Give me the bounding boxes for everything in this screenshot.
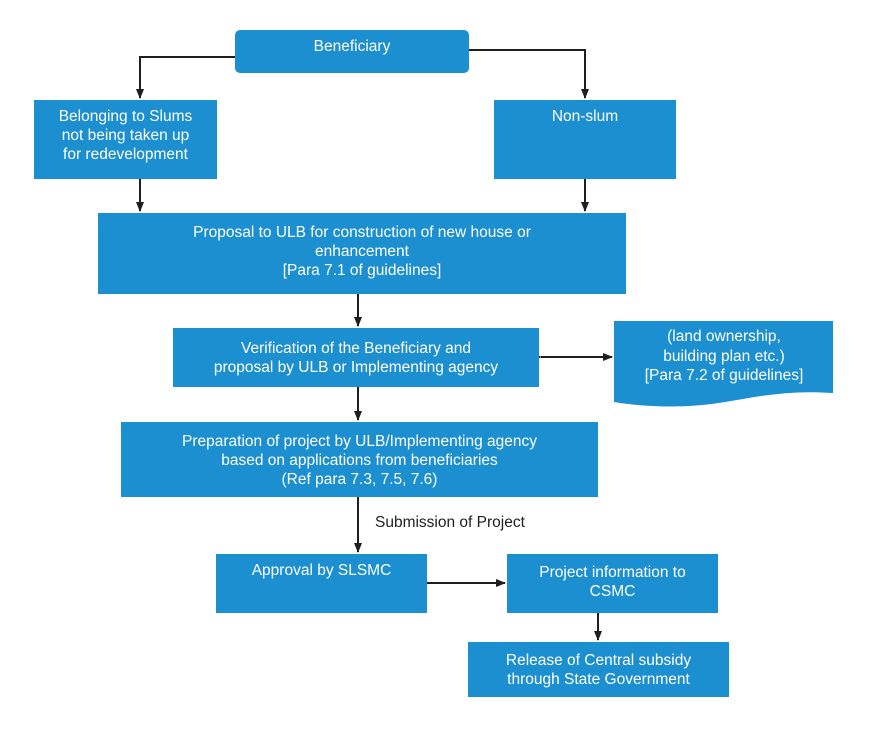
document-shape [614,321,833,407]
documents-note: (land ownership, building plan etc.) [Para… [614,321,834,391]
node-label-line: Proposal to ULB for construction of new … [193,224,531,241]
node-label-line: for redevelopment [63,146,188,163]
node-label-line: Verification of the Beneficiary and [240,339,472,357]
project-preparation-box: Preparation of project by ULB/Implementi… [121,422,598,497]
arrow-beneficiary-to-nonslum [469,49,589,99]
node-label-line: Non-slum [551,108,619,125]
beneficiary-box: Beneficiary [235,30,469,73]
node-label-line: Beneficiary [313,38,391,55]
node-label-line: Preparation of project by ULB/Implementi… [182,433,537,450]
csmc-information-box: Project information to CSMC [507,554,718,613]
node-label-line: [Para 7.1 of guidelines] [282,262,442,279]
node-label-line: CSMC [589,583,636,600]
slum-beneficiary-box: Belonging to Slums not being taken up for … [34,100,217,179]
node-label-line: Approval by SLSMC [251,562,392,579]
node-label-line: (Ref para 7.3, 7.5, 7.6) [281,471,438,488]
proposal-box: Proposal to ULB for construction of new … [98,213,626,294]
node-label-line: proposal by ULB or Implementing agency [213,358,499,376]
arrow-beneficiary-to-slums [136,56,235,99]
non-slum-box: Non-slum [494,100,676,179]
slsmc-approval-box: Approval by SLSMC [216,554,427,613]
node-label-line: not being taken up [61,127,190,144]
node-label-line: Project information to [539,564,686,581]
node-label-line: building plan etc.) [663,347,785,365]
node-label-line: Belonging to Slums [58,108,193,125]
node-label-line: based on applications from beneficiaries [221,452,498,469]
node-label-line: enhancement [315,243,409,260]
submission-edge-label: Submission of Project [375,514,525,531]
node-label-line: through State Government [507,670,690,688]
node-label-line: Release of Central subsidy [505,651,692,669]
node-label-line: [Para 7.2 of guidelines] [644,367,804,384]
node-label-line: (land ownership, [667,328,781,345]
